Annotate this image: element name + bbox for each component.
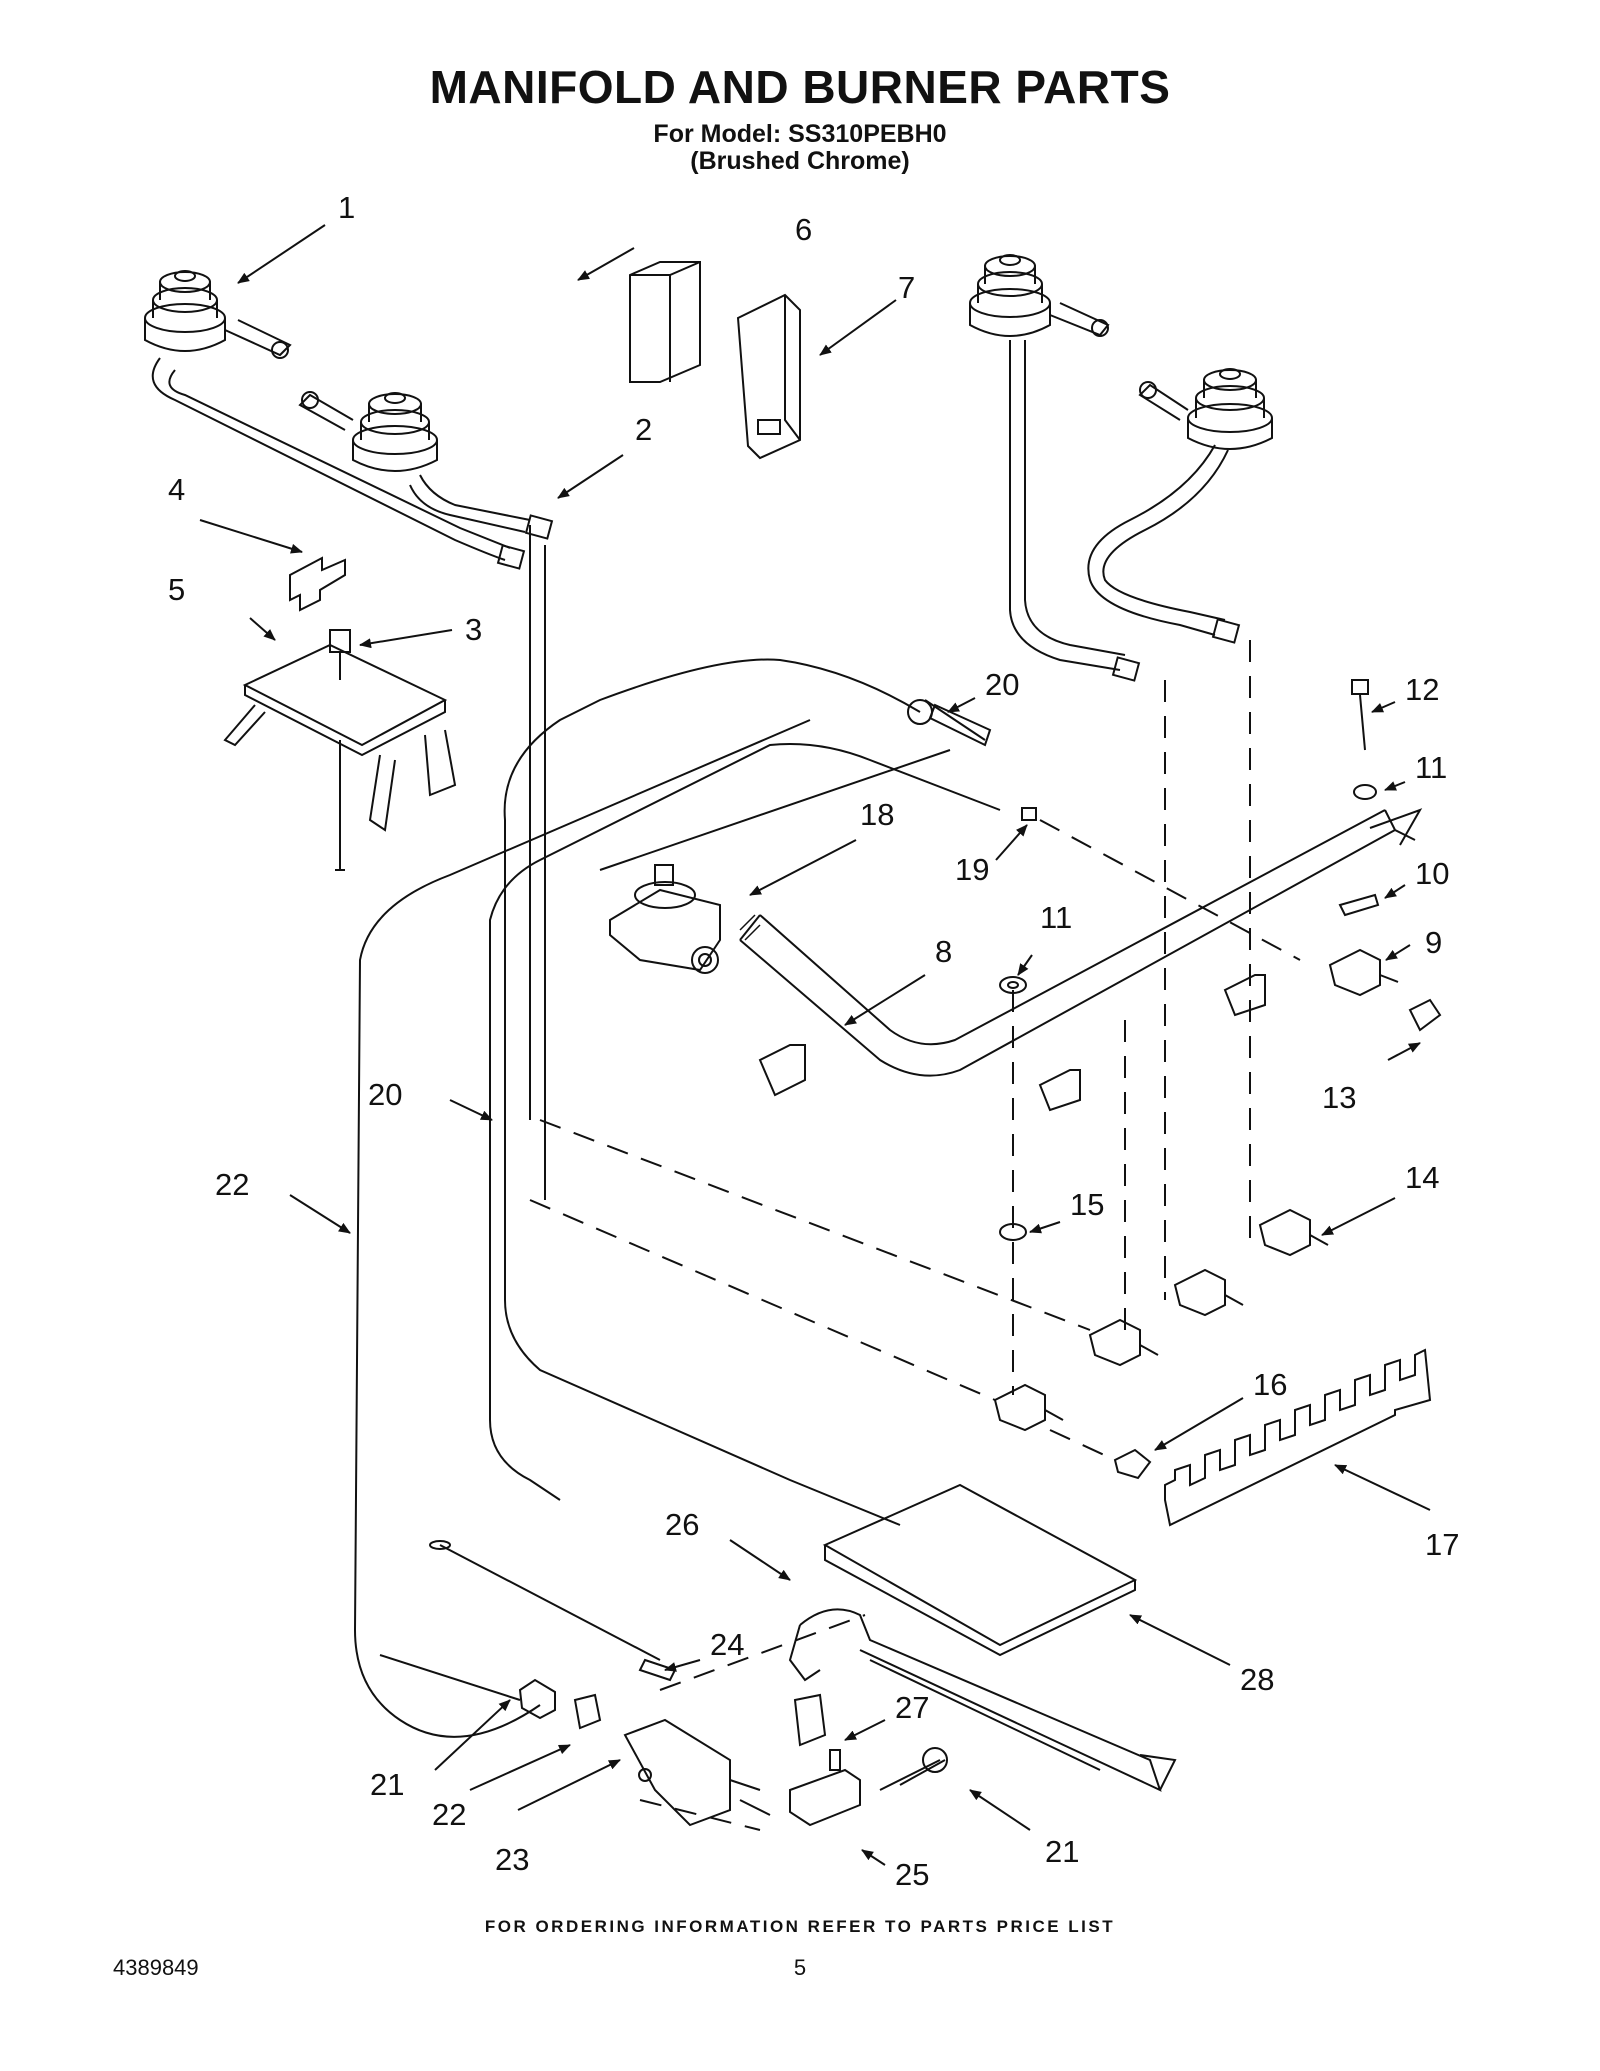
callout-9: 9	[1425, 925, 1442, 960]
callout-3: 3	[465, 612, 482, 647]
callout-19: 19	[955, 852, 989, 887]
callout-17: 17	[1425, 1527, 1459, 1562]
callout-6: 6	[795, 212, 812, 247]
manifold-tube	[739, 808, 1423, 1077]
part-14-valve-c	[1088, 1318, 1141, 1367]
part-9-valve	[1328, 948, 1381, 997]
part-20-tube	[503, 658, 921, 1526]
part-24-sleeve	[573, 1693, 602, 1730]
callout-10: 10	[1415, 856, 1449, 891]
callout-21b: 21	[1045, 1834, 1079, 1869]
callout-28: 26	[665, 1507, 699, 1542]
callout-14: 14	[1405, 1160, 1439, 1195]
left-rear-burner	[144, 270, 292, 359]
callout-4: 4	[168, 472, 185, 507]
page-number: 5	[793, 1955, 807, 1980]
part-23-nut	[518, 1678, 556, 1720]
callout-2: 2	[635, 412, 652, 447]
part-25-safety-valve	[623, 1718, 731, 1827]
part-13-clip	[1408, 998, 1442, 1032]
callout-15: 15	[1070, 1187, 1104, 1222]
callout-22: 22	[215, 1167, 249, 1202]
part-30-shield	[822, 1483, 1138, 1647]
part-21-fitting-upper	[907, 699, 992, 747]
part-14-valve-a	[1258, 1208, 1311, 1257]
left-front-burner-tube	[419, 474, 531, 521]
part-7-bracket	[736, 293, 801, 460]
pressure-regulator	[609, 864, 721, 974]
part-22-tube	[353, 719, 811, 1738]
part-6-block	[629, 261, 701, 383]
part-14-valve-b	[1173, 1268, 1226, 1317]
callout-labels: 1 6 7 2 4 5 3 20 12 11 18 19 10 11 9 8 2…	[168, 190, 1459, 1892]
part-21-fitting-lower	[879, 1747, 948, 1791]
part-14-valve-d	[993, 1383, 1046, 1432]
part-16-clip	[1113, 1448, 1152, 1480]
left-rear-burner-tube	[151, 357, 506, 561]
ordering-note: FOR ORDERING INFORMATION REFER TO PARTS …	[484, 1917, 1116, 1936]
right-front-burner	[1138, 368, 1273, 450]
left-front-burner	[298, 391, 438, 472]
callout-8: 8	[935, 934, 952, 969]
callout-1: 1	[338, 190, 355, 225]
part-11-washer-upper	[1353, 784, 1377, 800]
part-19-fitting	[1021, 807, 1037, 821]
part-26-thermocouple	[439, 1544, 661, 1661]
part-28-burner	[799, 1608, 1162, 1792]
part-17-strip	[1164, 1348, 1432, 1527]
callout-11: 11	[1415, 750, 1447, 785]
callout-5: 5	[168, 572, 185, 607]
callout-24: 22	[432, 1797, 466, 1832]
callout-29: 27	[895, 1690, 929, 1725]
callout-7: 7	[898, 270, 915, 305]
callout-21: 20	[985, 667, 1019, 702]
part-10-bracket	[1338, 893, 1380, 917]
page-title: MANIFOLD AND BURNER PARTS	[429, 61, 1171, 113]
part-12-screw	[1359, 694, 1366, 751]
document-number: 4389849	[113, 1955, 199, 1980]
callout-26: 24	[710, 1627, 744, 1662]
finish-line: (Brushed Chrome)	[690, 147, 910, 175]
part-27-igniter	[789, 1768, 861, 1827]
callout-18: 18	[860, 797, 894, 832]
callout-12: 12	[1405, 672, 1439, 707]
callout-13: 13	[1322, 1080, 1356, 1115]
callout-27: 25	[895, 1857, 929, 1892]
callout-20: 20	[368, 1077, 402, 1112]
model-line: For Model: SS310PEBH0	[653, 120, 947, 148]
callout-11b: 11	[1040, 900, 1072, 935]
right-rear-burner	[969, 254, 1110, 337]
callout-16: 16	[1253, 1367, 1287, 1402]
callout-25: 23	[495, 1842, 529, 1877]
part-29-sleeve	[793, 1693, 827, 1747]
callout-23: 21	[370, 1767, 404, 1802]
part-5-bracket	[223, 643, 457, 871]
callout-30: 28	[1240, 1662, 1274, 1697]
part-4-clip	[289, 556, 346, 612]
